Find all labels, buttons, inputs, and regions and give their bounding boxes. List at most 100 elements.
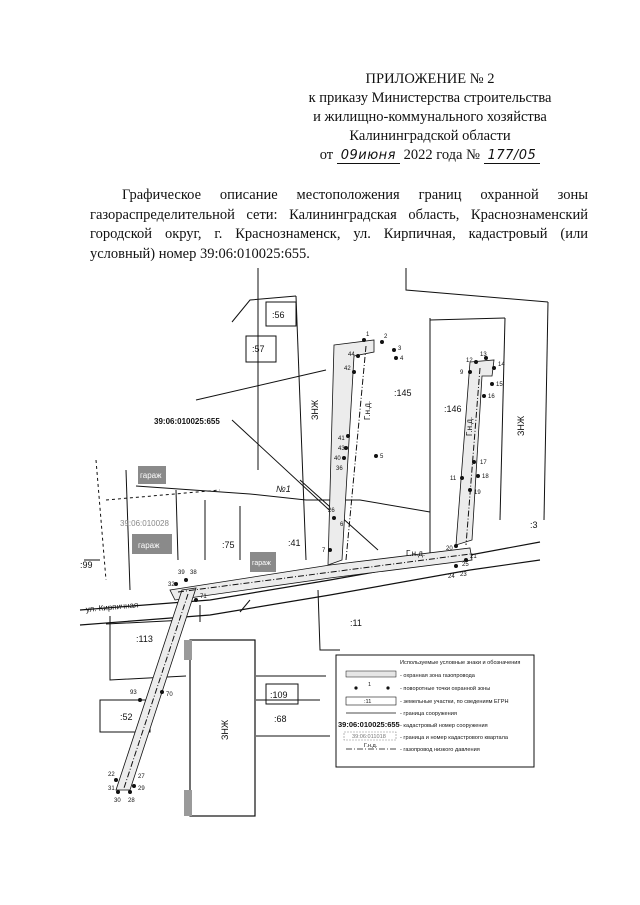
point-number: 36 [336, 466, 343, 472]
point-number: 3 [398, 346, 402, 352]
turning-point [476, 474, 480, 478]
turning-point [482, 394, 486, 398]
shed [138, 466, 166, 484]
legend-zone-sample [345, 670, 397, 678]
parcel-square [265, 683, 299, 705]
handwritten-number: 177/05 [483, 148, 541, 164]
pipe-label: Г.н.д. [465, 417, 474, 436]
turning-point [374, 454, 378, 458]
protection-zone [115, 587, 197, 791]
turning-point [332, 516, 336, 520]
turning-point [394, 356, 398, 360]
legend-sample: :11 [364, 699, 371, 705]
appendix-header: ПРИЛОЖЕНИЕ № 2 к приказу Министерства ст… [280, 70, 580, 165]
map-legend: Используемые условные знаки и обозначени… [335, 654, 535, 768]
point-number: 18 [482, 474, 489, 480]
point-number: 14 [498, 362, 505, 368]
block-label: 39:06:010028 [120, 519, 169, 528]
turning-point [464, 558, 468, 562]
turning-point [472, 460, 476, 464]
turning-point [116, 790, 120, 794]
parcel-label: :99 [80, 560, 93, 570]
point-number: 23 [460, 572, 467, 578]
description-text: Графическое описание местоположения гран… [90, 186, 588, 264]
legend-item-label: - поворотные точки охранной зоны [400, 685, 490, 692]
legend-block-sample [343, 731, 397, 741]
turning-point [160, 690, 164, 694]
pipe-label: Г.н.д. [406, 549, 425, 558]
parcel-label: :11 [350, 618, 362, 628]
cadastral-number-label: 39:06:010025:655 [154, 417, 220, 426]
protection-zone [455, 359, 495, 546]
region-line: Калининградской области [349, 128, 511, 144]
leader-line [231, 419, 341, 521]
parcel-label: :109 [270, 690, 288, 700]
parcel-boundary [429, 317, 506, 321]
block-boundary [95, 459, 107, 581]
point-number: 24 [448, 574, 455, 580]
point-number: 1 [366, 332, 370, 338]
ministry-line: и жилищно-коммунального хозяйства [313, 109, 547, 125]
parcel-boundary [405, 268, 549, 303]
turning-point [356, 354, 360, 358]
gas-pipe-line [123, 593, 189, 789]
turning-point [484, 356, 488, 360]
point-number: 4 [400, 356, 404, 362]
legend-item-label: - земельные участки, по сведениям ЕГРН [400, 699, 509, 705]
parcel-boundary [125, 469, 131, 591]
point-number: 29 [138, 786, 145, 792]
shed [250, 552, 276, 572]
legend-item-label: - граница сооружения [400, 711, 457, 717]
point-number: 25 [462, 562, 469, 568]
shed-label: гараж [138, 541, 160, 550]
legend-point-sample [386, 686, 390, 690]
turning-point [468, 488, 472, 492]
point-number: 41 [338, 436, 345, 442]
point-number: 70 [166, 692, 173, 698]
parcel-label: :41 [288, 538, 301, 548]
turning-point [138, 698, 142, 702]
turning-point [490, 382, 494, 386]
point-number: 17 [480, 460, 487, 466]
parcel-square [265, 301, 297, 327]
turning-point [128, 790, 132, 794]
street-edge [79, 541, 541, 611]
legend-sample: 39:06:011018 [352, 734, 386, 740]
building-label: ЗНЖ [220, 719, 230, 740]
point-number: 5 [380, 454, 384, 460]
building-shade [184, 640, 192, 660]
parcel-label: :146 [444, 404, 462, 414]
point-number: 31 [108, 786, 115, 792]
legend-point-sample [354, 686, 358, 690]
point-number: 21 [470, 554, 477, 560]
parcel-boundary [295, 295, 307, 561]
legend-item-label: - охранная зона газопровода [400, 673, 476, 679]
building-outline [189, 639, 256, 817]
parcel-label: :52 [120, 712, 133, 722]
turning-point [132, 784, 136, 788]
point-number: 38 [190, 570, 197, 576]
legend-sample: 39:06:010025:655 [338, 720, 400, 729]
building-shade [184, 790, 192, 816]
street-edge [79, 559, 541, 626]
year-number-text: 2022 года № [403, 147, 480, 163]
shed [132, 534, 172, 554]
point-number: 28 [128, 798, 135, 804]
turning-point [492, 366, 496, 370]
point-number: 12 [466, 358, 473, 364]
appendix-title: ПРИЛОЖЕНИЕ № 2 [365, 71, 495, 87]
point-number: 15 [496, 382, 503, 388]
legend-title: Используемые условные знаки и обозначени… [400, 660, 520, 666]
parcel-boundary [239, 599, 251, 613]
parcel-boundary [231, 295, 297, 323]
point-number: 40 [334, 456, 341, 462]
point-number: 44 [348, 352, 355, 358]
turning-point [460, 476, 464, 480]
point-number: 43 [338, 446, 345, 452]
parcel-label: :113 [136, 634, 153, 644]
turning-point [392, 348, 396, 352]
parcel-boundary [499, 317, 506, 521]
point-number: 22 [108, 772, 115, 778]
point-number: 7 [322, 548, 326, 554]
